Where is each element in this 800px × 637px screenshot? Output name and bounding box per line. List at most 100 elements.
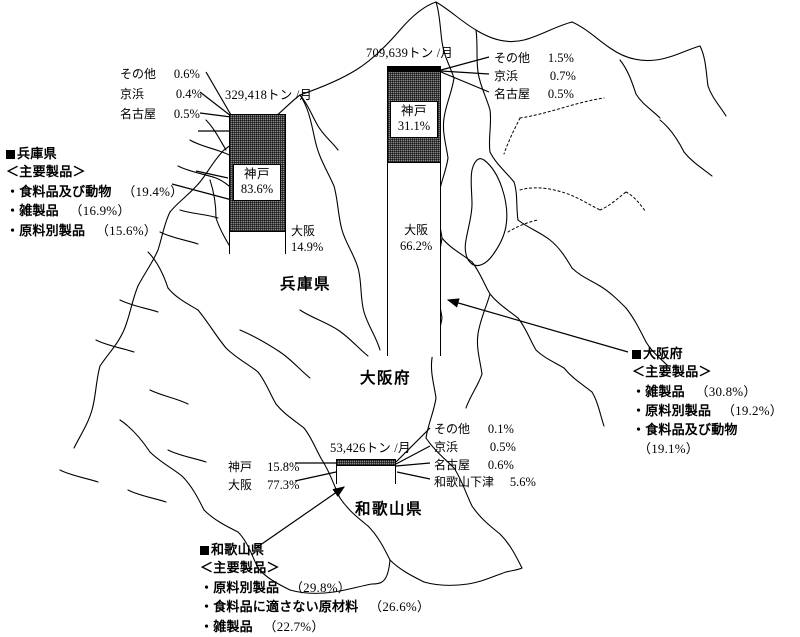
legend-hyogo-item-3-name: ・原料別製品 (6, 223, 86, 239)
legend-hyogo-item-2: ・雑製品 （16.9%） (6, 202, 183, 221)
wakayama-osaka-name: 大阪 (228, 478, 253, 492)
osaka-osaka-inner-label: 大阪 66.2% (400, 222, 432, 255)
hyogo-osaka-name: 大阪 (291, 224, 316, 238)
osaka-osaka-pct: 66.2% (400, 239, 433, 254)
legend-osaka-title: 大阪府 (643, 347, 683, 362)
hyogo-callout-keihin-name: 京浜 (120, 87, 145, 101)
osaka-callout-keihin-name: 京浜 (494, 69, 519, 83)
hyogo-callout-keihin: 京浜 0.4% (120, 85, 202, 102)
legend-wakayama-item-3-name: ・雑製品 (200, 619, 253, 635)
hyogo-callout-nagoya: 名古屋 0.5% (120, 105, 200, 122)
hyogo-tonnage-label: 329,418トン /月 (225, 88, 313, 102)
wakayama-callout-keihin: 京浜 0.5% (434, 438, 516, 455)
osaka-callout-nagoya: 名古屋 0.5% (494, 85, 574, 102)
osaka-callout-nagoya-name: 名古屋 (494, 87, 531, 101)
wakayama-callout-wakayamashimotsu-pct: 5.6% (509, 475, 536, 489)
black-square-icon (632, 350, 641, 359)
hyogo-callout-other-pct: 0.6% (173, 67, 200, 81)
wakayama-callout-other: その他 0.1% (434, 420, 514, 437)
osaka-callout-keihin-pct: 0.7% (549, 69, 576, 83)
legend-wakayama-item-1-pct: （29.8%） (289, 579, 351, 595)
wakayama-callout-other-name: その他 (434, 422, 471, 436)
legend-osaka-item-2-pct: （19.2%） (721, 403, 783, 419)
legend-wakayama-item-3-pct: （22.7%） (263, 618, 325, 634)
legend-osaka: 大阪府 ＜主要製品＞ ・雑製品 （30.8%） ・原料別製品 （19.2%） ・… (632, 346, 800, 460)
hyogo-segment-osaka (230, 231, 285, 255)
osaka-osaka-name: 大阪 (404, 223, 429, 237)
legend-hyogo-item-3-pct: （15.6%） (95, 222, 157, 238)
legend-hyogo: 兵庫県 ＜主要製品＞ ・食料品及び動物 （19.4%） ・雑製品 （16.9%）… (6, 146, 183, 241)
osaka-callout-other: その他 1.5% (494, 49, 574, 66)
legend-wakayama-item-1: ・原料別製品 （29.8%） (200, 579, 430, 598)
black-square-icon (200, 546, 209, 555)
hyogo-callout-other: その他 0.6% (120, 65, 200, 82)
osaka-segment-osaka (388, 162, 440, 357)
wakayama-callout-other-pct: 0.1% (487, 422, 514, 436)
legend-hyogo-item-2-name: ・雑製品 (6, 204, 59, 220)
osaka-kobe-value-box: 神戸 31.1% (390, 101, 438, 138)
legend-hyogo-title-row: 兵庫県 (6, 146, 183, 164)
wakayama-kobe-pct: 15.8% (267, 460, 300, 474)
hyogo-osaka-side-label: 大阪 14.9% (291, 223, 323, 256)
wakayama-callout-wakayamashimotsu: 和歌山下津 5.6% (434, 473, 536, 490)
legend-osaka-item-3-name: ・食料品及び動物 (632, 422, 738, 438)
legend-osaka-title-row: 大阪府 (632, 346, 800, 364)
wakayama-kobe-name: 神戸 (228, 460, 253, 474)
legend-hyogo-item-1-name: ・食料品及び動物 (6, 184, 112, 200)
legend-osaka-item-3-pct: （19.1%） (638, 441, 699, 457)
osaka-prefecture-label: 大阪府 (360, 369, 412, 387)
hyogo-kobe-pct: 83.6% (240, 181, 274, 196)
legend-wakayama-item-1-name: ・原料別製品 (200, 580, 280, 596)
wakayama-tonnage-label: 53,426トン /月 (330, 441, 411, 455)
hyogo-osaka-pct: 14.9% (291, 240, 324, 255)
wakayama-callout-nagoya: 名古屋 0.6% (434, 456, 514, 473)
legend-hyogo-subtitle: ＜主要製品＞ (6, 165, 86, 181)
legend-osaka-item-2: ・原料別製品 （19.2%） (632, 402, 800, 421)
wakayama-kobe-side-label: 神戸 15.8% (228, 455, 299, 477)
wakayama-callout-nagoya-name: 名古屋 (434, 458, 471, 472)
legend-hyogo-item-3: ・原料別製品 （15.6%） (6, 222, 183, 241)
wakayama-osaka-pct: 77.3% (267, 478, 300, 492)
legend-wakayama-title: 和歌山県 (211, 543, 265, 558)
legend-wakayama-item-2-name: ・食料品に適さない原材料 (200, 600, 359, 616)
legend-wakayama-subtitle: ＜主要製品＞ (200, 561, 280, 577)
legend-osaka-item-3: ・食料品及び動物 （19.1%） (632, 422, 800, 460)
wakayama-osaka-side-label: 大阪 77.3% (228, 473, 299, 495)
legend-hyogo-title: 兵庫県 (17, 147, 57, 162)
osaka-callout-other-pct: 1.5% (547, 51, 574, 65)
hyogo-callout-nagoya-name: 名古屋 (120, 107, 157, 121)
legend-hyogo-item-2-pct: （16.9%） (69, 203, 131, 219)
osaka-tonnage-label: 709,639トン /月 (366, 46, 454, 60)
legend-wakayama: 和歌山県 ＜主要製品＞ ・原料別製品 （29.8%） ・食料品に適さない原材料 … (200, 542, 430, 637)
osaka-callout-nagoya-pct: 0.5% (547, 87, 574, 101)
hyogo-prefecture-label: 兵庫県 (280, 275, 332, 293)
hyogo-kobe-value-box: 神戸 83.6% (233, 164, 281, 201)
hyogo-kobe-name: 神戸 (243, 166, 270, 181)
legend-hyogo-item-1-pct: （19.4%） (122, 183, 184, 199)
hyogo-callout-keihin-pct: 0.4% (175, 87, 202, 101)
hyogo-callout-other-name: その他 (120, 67, 157, 81)
wakayama-stacked-bar (336, 459, 396, 485)
wakayama-segment-osaka (337, 465, 395, 485)
legend-osaka-item-1-name: ・雑製品 (632, 384, 685, 400)
wakayama-segment-kobe (337, 460, 395, 465)
legend-hyogo-item-1: ・食料品及び動物 （19.4%） (6, 183, 183, 202)
osaka-kobe-name: 神戸 (400, 103, 427, 118)
legend-wakayama-item-3: ・雑製品 （22.7%） (200, 618, 430, 637)
osaka-kobe-pct: 31.1% (397, 118, 431, 133)
wakayama-callout-nagoya-pct: 0.6% (487, 458, 514, 472)
osaka-callout-other-name: その他 (494, 51, 531, 65)
wakayama-callout-wakayamashimotsu-name: 和歌山下津 (434, 475, 495, 489)
legend-osaka-item-1: ・雑製品 （30.8%） (632, 383, 800, 402)
legend-wakayama-title-row: 和歌山県 (200, 542, 430, 560)
wakayama-callout-keihin-name: 京浜 (434, 440, 459, 454)
hyogo-callout-nagoya-pct: 0.5% (173, 107, 200, 121)
wakayama-prefecture-label: 和歌山県 (355, 500, 424, 518)
osaka-callout-keihin: 京浜 0.7% (494, 67, 576, 84)
black-square-icon (6, 150, 15, 159)
legend-osaka-item-1-pct: （30.8%） (695, 383, 757, 399)
legend-wakayama-item-2: ・食料品に適さない原材料 （26.6%） (200, 598, 430, 617)
legend-osaka-subtitle: ＜主要製品＞ (632, 365, 712, 381)
legend-osaka-item-2-name: ・原料別製品 (632, 404, 712, 420)
